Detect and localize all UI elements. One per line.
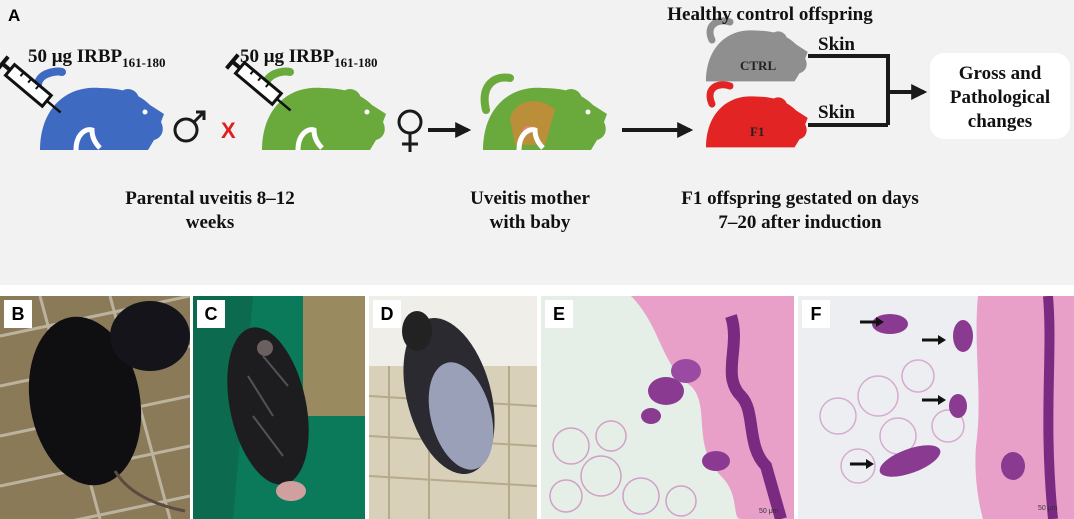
parental-caption-line1: Parental uveitis 8–12 xyxy=(125,188,295,209)
f1-mouse: F1 xyxy=(706,81,808,148)
photo-panel-e: 50 μm E xyxy=(541,296,794,519)
scale-bar-e: 50 μm xyxy=(759,508,779,515)
photo-panel-b: B xyxy=(0,296,190,519)
cross-symbol: X xyxy=(221,118,236,143)
mouse-photo-d xyxy=(369,296,537,519)
male-mouse xyxy=(34,67,164,151)
ctrl-mouse: CTRL xyxy=(706,17,808,82)
female-symbol-icon xyxy=(397,109,423,152)
panel-label-c: C xyxy=(197,300,225,328)
syringe-icon xyxy=(0,55,62,114)
photo-panel-c: C xyxy=(193,296,365,519)
skin-label-f1: Skin xyxy=(818,102,855,123)
male-symbol-icon xyxy=(173,110,206,143)
skin-label-ctrl: Skin xyxy=(818,34,855,55)
f1-caption-line2: 7–20 after induction xyxy=(718,212,882,233)
panel-label-d: D xyxy=(373,300,401,328)
mouse-photo-c xyxy=(193,296,365,519)
uveitis-mother-mouse xyxy=(480,73,607,151)
outcome-line3: changes xyxy=(967,111,1033,132)
schematic-canvas: X xyxy=(0,17,928,152)
dose-label-female: 50 μg IRBP161-180 xyxy=(240,46,378,70)
panel-label-a: A xyxy=(8,6,21,25)
outcome-line1: Gross and xyxy=(958,63,1042,84)
mother-caption-line1: Uveitis mother xyxy=(470,188,590,209)
outcome-box: Gross and Pathological changes xyxy=(930,53,1070,139)
syringe-icon xyxy=(225,53,292,112)
healthy-control-caption: Healthy control offspring xyxy=(667,4,873,25)
dose-label-male: 50 μg IRBP161-180 xyxy=(28,46,166,70)
parental-caption-line2: weeks xyxy=(185,212,235,233)
ctrl-label: CTRL xyxy=(740,58,776,73)
outcome-line2: Pathological xyxy=(949,87,1051,108)
photo-panel-f: 50 μm F xyxy=(798,296,1074,519)
f1-mouse-label: F1 xyxy=(750,124,764,139)
mother-caption-line2: with baby xyxy=(489,212,571,233)
skin-connector xyxy=(808,54,890,127)
panel-label-b: B xyxy=(4,300,32,328)
panel-label-e: E xyxy=(545,300,573,328)
f1-caption-line1: F1 offspring gestated on days xyxy=(681,188,919,209)
panel-a-schematic: X xyxy=(0,0,1074,285)
scale-bar-f: 50 μm xyxy=(1038,505,1058,512)
histology-photo-f: 50 μm xyxy=(798,296,1074,519)
photo-panel-d: D xyxy=(369,296,537,519)
female-mouse xyxy=(261,67,386,151)
histology-photo-e: 50 μm xyxy=(541,296,794,519)
panel-label-f: F xyxy=(802,300,830,328)
mouse-photo-b xyxy=(0,296,190,519)
